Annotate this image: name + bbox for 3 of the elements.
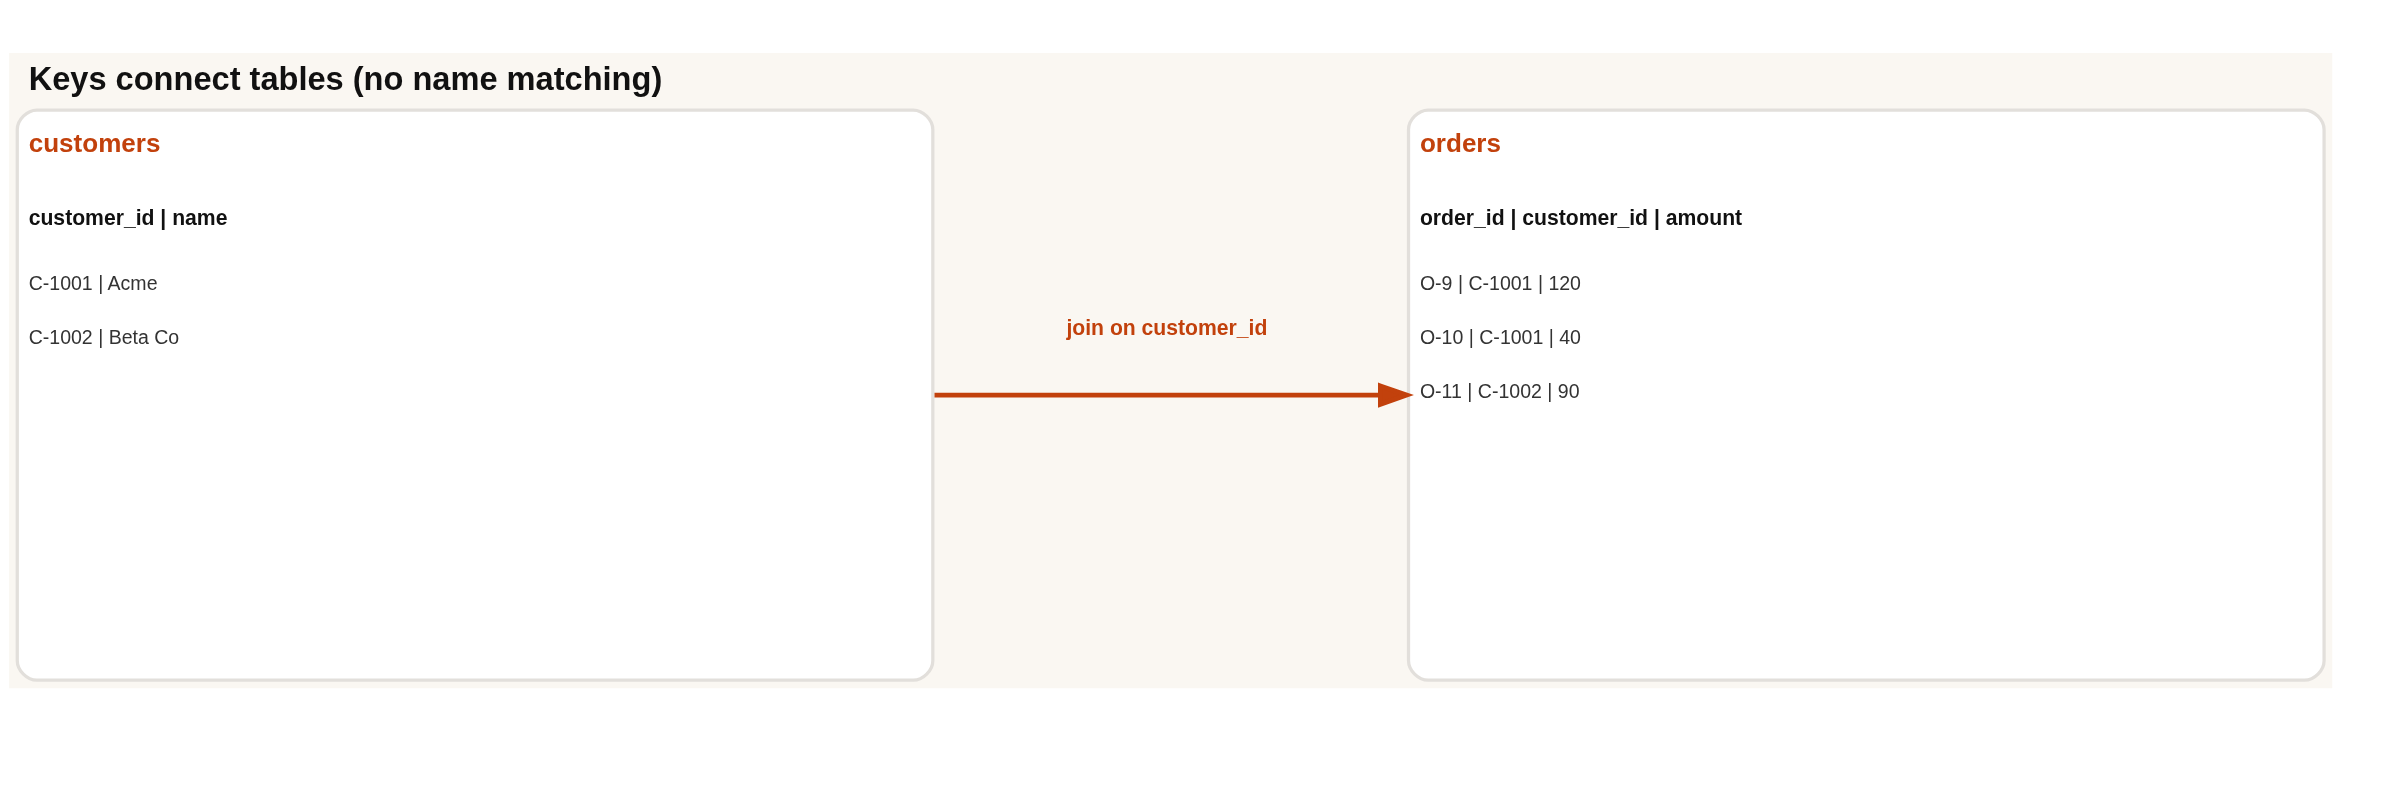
- diagram-title: Keys connect tables (no name matching): [28, 61, 663, 98]
- arrow: [934, 382, 1414, 408]
- edge-label: join on customer_id: [1066, 316, 1268, 340]
